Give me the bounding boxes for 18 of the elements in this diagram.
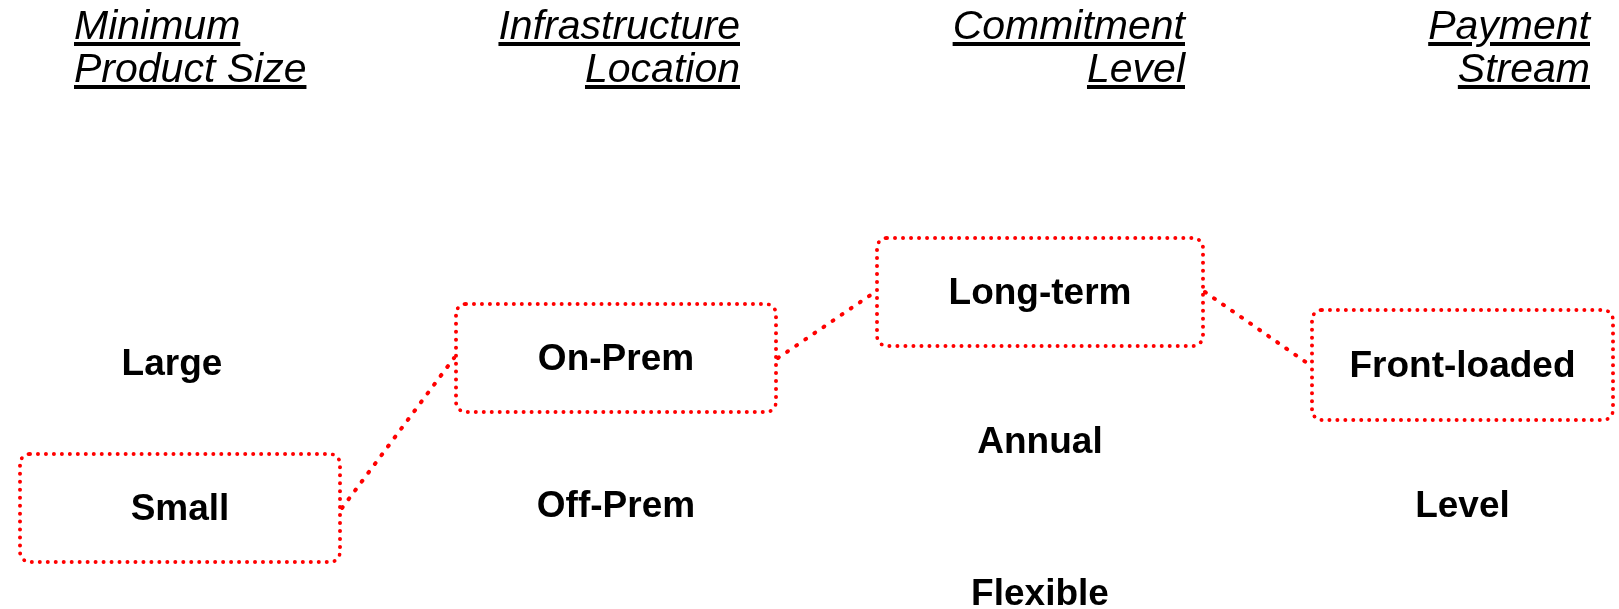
column-heading: Commitment Level xyxy=(951,4,1185,91)
selection-box xyxy=(1310,308,1615,422)
option-text: Large xyxy=(120,341,224,385)
column-heading: Minimum Product Size xyxy=(74,4,308,91)
option-text: Annual xyxy=(976,419,1104,463)
selection-box xyxy=(875,236,1205,348)
option-text: Off-Prem xyxy=(535,483,697,527)
column-heading: Infrastructure Location xyxy=(497,4,740,91)
option-text: Long-term xyxy=(948,269,1132,314)
selection-box xyxy=(18,452,342,564)
selection-box xyxy=(454,302,778,414)
option-text: Flexible xyxy=(970,571,1110,609)
option-text: Small xyxy=(130,485,230,530)
column-heading: Payment Stream xyxy=(1427,4,1590,91)
option-text: On-Prem xyxy=(537,335,695,380)
option-text: Level xyxy=(1414,483,1511,527)
option-text: Front-loaded xyxy=(1349,342,1576,387)
dotted-connector xyxy=(340,356,456,510)
